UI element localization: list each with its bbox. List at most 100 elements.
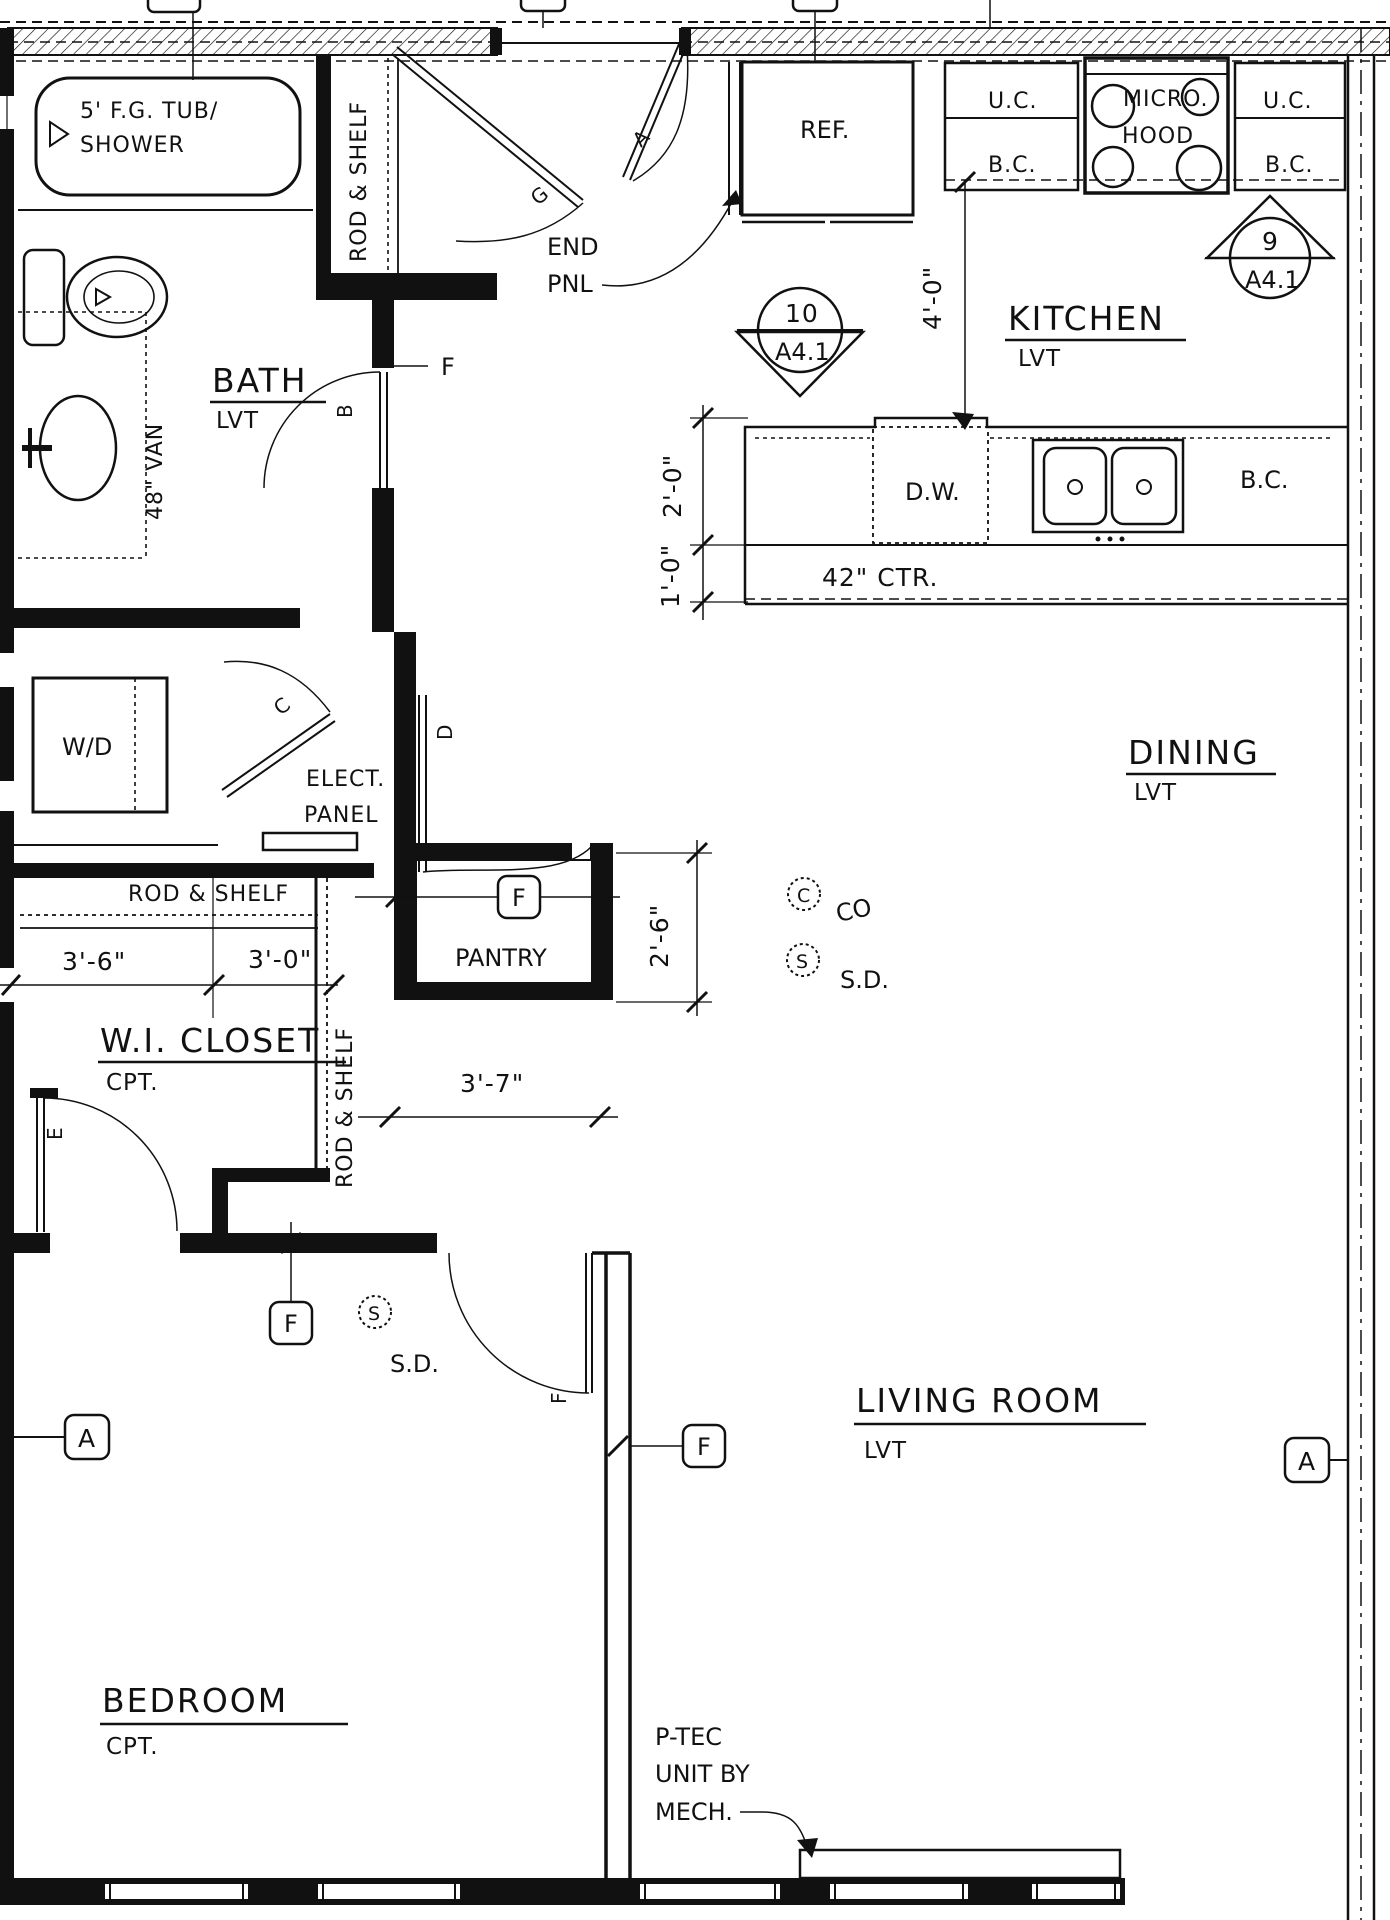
end-panel-note: END PNL xyxy=(547,190,742,298)
section-marker-9: 9 A4.1 xyxy=(1203,194,1337,300)
island-base-cabinet-label: B.C. xyxy=(1240,466,1288,494)
dim-pantry-depth-text: 2'-6" xyxy=(645,904,674,968)
bottom-window xyxy=(318,1882,460,1901)
section-9-sheet: A4.1 xyxy=(1245,266,1300,294)
wall-tag-f-label: F xyxy=(697,1433,711,1461)
bath-finish: LVT xyxy=(216,408,259,434)
ptec-line1: P-TEC xyxy=(655,1723,722,1751)
bathtub: 5' F.G. TUB/ SHOWER xyxy=(34,76,302,197)
kitchen-right-cabinets: U.C. B.C. xyxy=(1233,61,1347,192)
range-micro-hood: MICRO. HOOD xyxy=(1083,56,1230,195)
right-corridor-wall xyxy=(1346,28,1376,1920)
refrigerator-label: REF. xyxy=(800,116,849,144)
upper-cabinet-label: U.C. xyxy=(988,89,1037,114)
bedroom-room-name: BEDROOM xyxy=(102,1681,288,1720)
bottom-window xyxy=(1032,1882,1120,1901)
left-wall-window xyxy=(0,94,14,131)
micro-hood-line2: HOOD xyxy=(1122,124,1194,149)
wall-tag-f-label: F xyxy=(512,884,526,912)
vanity: 48" VAN xyxy=(18,311,168,560)
elect-panel-line1: ELECT. xyxy=(306,767,385,792)
door-e: E xyxy=(30,1088,178,1232)
door-b-tag: B xyxy=(333,404,357,418)
sd-symbol-letter: S xyxy=(796,951,808,973)
wall-tag-f-pantry: F xyxy=(355,874,620,920)
bedroom-north-wall xyxy=(180,1233,437,1253)
dim-island: 2'-0" 1'-0" xyxy=(656,405,748,620)
washer-dryer-label: W/D xyxy=(62,733,112,761)
bottom-window xyxy=(830,1882,968,1901)
wi-closet-finish: CPT. xyxy=(106,1070,159,1096)
section-9-number: 9 xyxy=(1262,227,1279,256)
tub-label-line2: SHOWER xyxy=(80,133,185,158)
dishwasher: D.W. xyxy=(872,426,989,544)
micro-hood-line1: MICRO. xyxy=(1123,87,1209,112)
kitchen-room-name: KITCHEN xyxy=(1008,299,1165,338)
section-marker-10: 10 A4.1 xyxy=(734,286,866,398)
pantry-room-name: PANTRY xyxy=(455,944,547,972)
wi-closet-east-wall: ROD & SHELF xyxy=(212,878,358,1235)
dim-pantry-depth: 2'-6" xyxy=(616,840,712,1016)
dim-island-base: 1'-0" xyxy=(656,544,685,608)
door-a-tag: A xyxy=(628,125,655,152)
wall-tag-f-hall: F xyxy=(268,1222,314,1346)
section-10-number: 10 xyxy=(785,299,819,328)
door-d: D xyxy=(418,695,593,873)
pantry-walls xyxy=(394,632,613,1000)
sd-symbol-label: S.D. xyxy=(840,966,889,994)
entry-closet-rod-shelf-label: ROD & SHELF xyxy=(347,101,372,262)
bottom-exterior-wall xyxy=(0,1878,1125,1905)
corridor-wall xyxy=(0,21,1390,62)
dim-hall-width: 3'-7" xyxy=(358,1069,618,1129)
door-e-tag: E xyxy=(43,1127,67,1140)
section-tag-a-label: A xyxy=(78,1424,96,1453)
top-edge-leaders xyxy=(146,0,991,80)
living-finish: LVT xyxy=(864,1438,907,1464)
dim-kitchen-aisle: 4'-0" xyxy=(918,170,977,430)
bedroom-finish: CPT. xyxy=(106,1734,159,1760)
dim-hall-width-text: 3'-7" xyxy=(460,1069,524,1098)
base-cabinet-label: B.C. xyxy=(988,153,1036,178)
wall-tag-f-label: F xyxy=(284,1310,298,1338)
dim-closet-right: 3'-0" xyxy=(248,945,312,974)
elect-panel-line2: PANEL xyxy=(304,803,379,828)
bath-room-name: BATH xyxy=(212,361,308,400)
ptec-unit xyxy=(798,1848,1122,1880)
door-g: G xyxy=(391,46,584,243)
wi-closet-north-wall xyxy=(14,863,374,878)
door-b: B xyxy=(263,371,388,489)
door-d-tag: D xyxy=(433,725,457,740)
section-10-sheet: A4.1 xyxy=(775,338,830,366)
wall-tag-f-bath: F xyxy=(394,346,468,386)
smoke-detector-hall: S S.D. xyxy=(358,1295,439,1378)
refrigerator: REF. xyxy=(728,60,915,224)
ptec-note: P-TEC UNIT BY MECH. xyxy=(655,1723,1122,1880)
ptec-line2: UNIT BY xyxy=(655,1760,750,1788)
end-panel-line1: END xyxy=(547,233,599,261)
sd-symbol-label: S.D. xyxy=(390,1350,439,1378)
ptec-line3: MECH. xyxy=(655,1798,733,1826)
dim-island-depth: 2'-0" xyxy=(658,454,687,518)
counter-label: 42" CTR. xyxy=(822,563,938,592)
kitchen-island: D.W. B.C. 42" CTR. xyxy=(743,416,1348,606)
co-symbol-letter: C xyxy=(797,885,810,907)
wi-closet-rod-shelf-label: ROD & SHELF xyxy=(128,882,289,907)
bottom-window xyxy=(640,1882,780,1901)
sd-symbol-letter: S xyxy=(368,1303,380,1325)
door-f-tag: F xyxy=(547,1392,571,1404)
base-cabinet-label: B.C. xyxy=(1265,153,1313,178)
dim-kitchen-aisle-text: 4'-0" xyxy=(918,266,947,330)
entry-closet: ROD & SHELF xyxy=(347,58,399,273)
dim-closet: 3'-6" 3'-0" xyxy=(0,868,346,1018)
smoke-detector-dining: S S.D. xyxy=(786,943,889,994)
end-panel-line2: PNL xyxy=(547,270,593,298)
dining-finish: LVT xyxy=(1134,780,1177,806)
kitchen-finish: LVT xyxy=(1018,346,1061,372)
electrical-panel: ELECT. PANEL xyxy=(261,767,385,852)
bedroom-east-wall xyxy=(592,1251,632,1878)
co-symbol-label: CO xyxy=(833,893,874,928)
wi-closet-rod-shelf-vertical: ROD & SHELF xyxy=(333,1027,358,1188)
upper-cabinet-label: U.C. xyxy=(1263,89,1312,114)
